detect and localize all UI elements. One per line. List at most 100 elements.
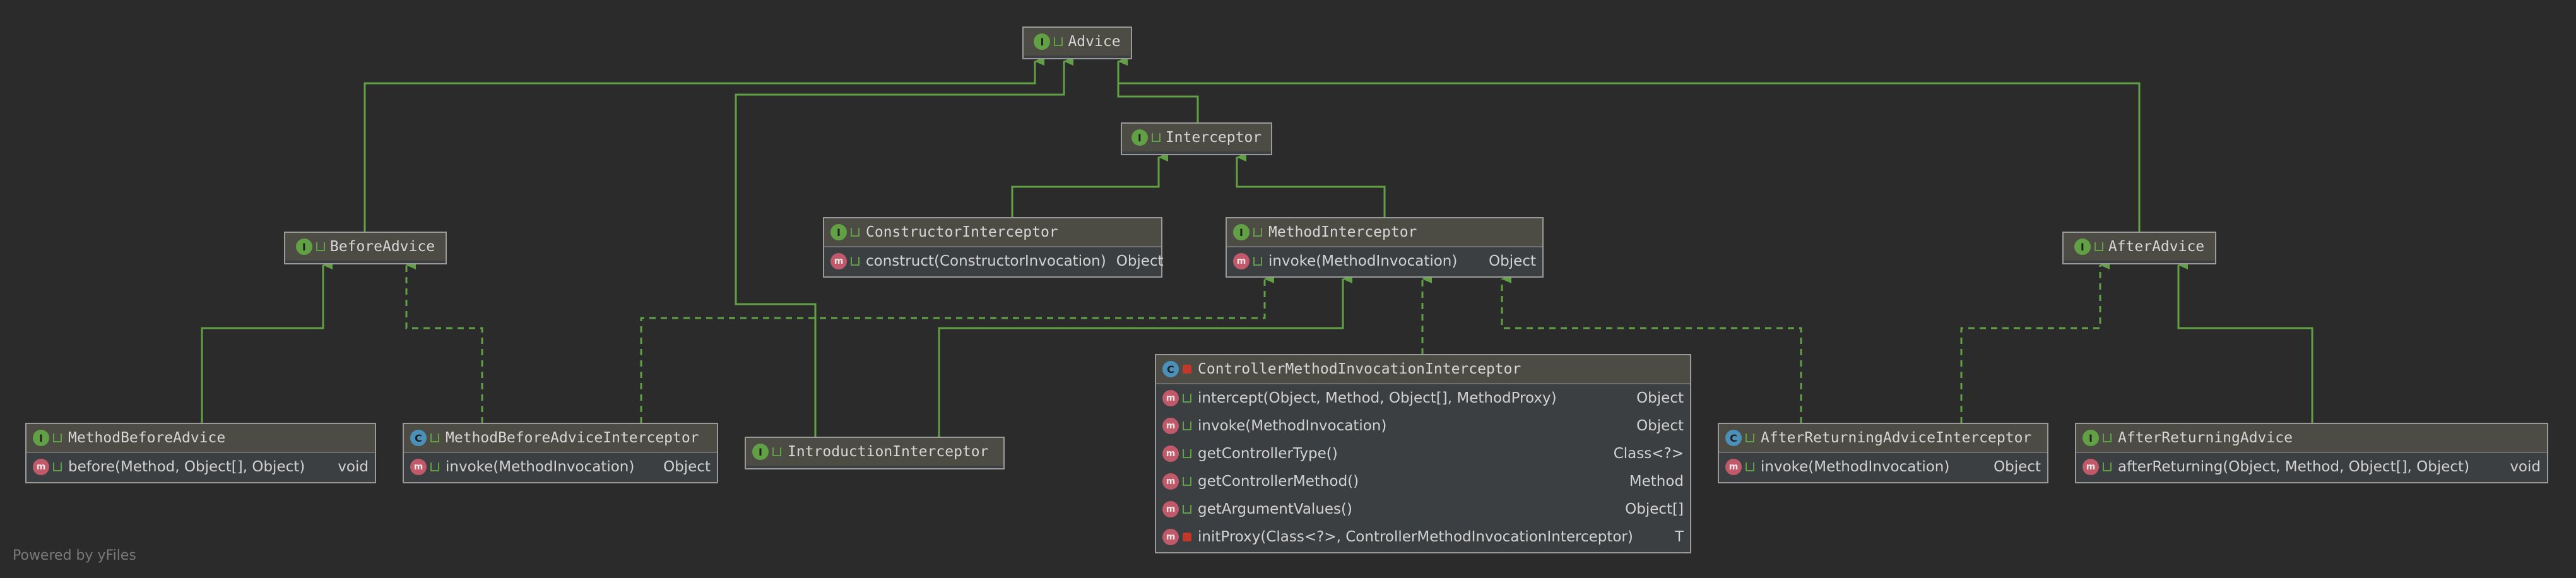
- edge-afteradvice-advice: [1117, 57, 2141, 233]
- node-method-interceptor-name: MethodInterceptor: [1268, 224, 1417, 240]
- member-row[interactable]: m before(Method, Object[], Object) void: [27, 453, 375, 481]
- edge-afterreturningadvice-afteradvice: [2177, 261, 2313, 423]
- edge-introduction-advice: [735, 57, 1073, 437]
- member-signature: invoke(MethodInvocation): [1761, 459, 1950, 475]
- member-signature: invoke(MethodInvocation): [1198, 418, 1387, 434]
- edge-arainterceptor-afteradvice: [1960, 261, 2110, 423]
- public-icon: [1253, 228, 1262, 237]
- node-advice[interactable]: I Advice: [1022, 27, 1132, 59]
- interface-icon: I: [295, 239, 312, 255]
- node-method-before-advice[interactable]: I MethodBeforeAdvice m before(Method, Ob…: [25, 423, 376, 483]
- node-interceptor-name: Interceptor: [1165, 129, 1262, 146]
- node-method-before-advice-name: MethodBeforeAdvice: [68, 430, 226, 446]
- interface-icon: I: [1233, 224, 1250, 240]
- node-constructor-interceptor-name: ConstructorInterceptor: [866, 224, 1058, 240]
- public-icon: [1746, 434, 1754, 442]
- public-icon: [1054, 37, 1063, 46]
- public-icon: [1183, 505, 1191, 514]
- node-after-advice-name: AfterAdvice: [2108, 239, 2205, 255]
- public-icon: [1253, 257, 1262, 266]
- method-icon: m: [1162, 390, 1179, 406]
- member-return-type: void: [338, 459, 369, 475]
- node-introduction-interceptor[interactable]: I IntroductionInterceptor: [745, 437, 1005, 469]
- private-lock-icon: [1183, 533, 1191, 541]
- powered-by-footer: Powered by yFiles: [13, 548, 136, 563]
- public-icon: [1183, 477, 1191, 486]
- method-icon: m: [1162, 445, 1179, 462]
- member-return-type: Object: [1489, 253, 1536, 269]
- edge-arainterceptor-methodinterceptor: [1501, 274, 1802, 423]
- member-row[interactable]: m invoke(MethodInvocation) Object: [1227, 247, 1542, 275]
- edge-introduction-methodinterceptor: [938, 274, 1352, 437]
- edge-constructor-interceptor: [1011, 153, 1168, 218]
- member-return-type: Object: [1994, 459, 2041, 475]
- member-row[interactable]: m intercept(Object, Method, Object[], Me…: [1156, 384, 1690, 412]
- public-icon: [53, 434, 62, 442]
- public-icon: [1746, 463, 1754, 471]
- public-icon: [53, 463, 62, 471]
- node-before-advice[interactable]: I BeforeAdvice: [284, 232, 447, 264]
- node-after-advice[interactable]: I AfterAdvice: [2062, 232, 2216, 264]
- node-method-before-advice-interceptor-name: MethodBeforeAdviceInterceptor: [446, 430, 699, 446]
- public-icon: [851, 228, 860, 237]
- node-interceptor[interactable]: I Interceptor: [1121, 122, 1272, 155]
- node-controller-interceptor-name: ControllerMethodInvocationInterceptor: [1198, 361, 1521, 377]
- member-row[interactable]: m getControllerMethod() Method: [1156, 468, 1690, 495]
- node-constructor-interceptor[interactable]: I ConstructorInterceptor m construct(Con…: [823, 217, 1164, 278]
- member-return-type: T: [1674, 529, 1684, 545]
- node-introduction-interceptor-name: IntroductionInterceptor: [788, 444, 989, 460]
- member-return-type: Object[]: [1625, 501, 1684, 517]
- method-icon: m: [2083, 459, 2099, 475]
- member-return-type: Method: [1629, 473, 1684, 490]
- interface-icon: I: [2074, 239, 2091, 255]
- member-signature: getControllerMethod(): [1198, 473, 1359, 490]
- member-row[interactable]: m invoke(MethodInvocation) Object: [1719, 453, 2047, 481]
- method-icon: m: [830, 253, 847, 269]
- method-icon: m: [33, 459, 49, 475]
- node-controller-method-invocation-interceptor[interactable]: C ControllerMethodInvocationInterceptor …: [1155, 354, 1691, 553]
- member-return-type: Object: [663, 459, 711, 475]
- member-row[interactable]: m getArgumentValues() Object[]: [1156, 495, 1690, 523]
- member-row[interactable]: m invoke(MethodInvocation) Object: [1156, 412, 1690, 440]
- member-signature: getArgumentValues(): [1198, 501, 1352, 517]
- member-signature: initProxy(Class<?>, ControllerMethodInvo…: [1198, 529, 1633, 545]
- edge-mbainterceptor-beforeadvice: [405, 261, 483, 423]
- node-method-interceptor[interactable]: I MethodInterceptor m invoke(MethodInvoc…: [1226, 217, 1544, 278]
- member-row[interactable]: m initProxy(Class<?>, ControllerMethodIn…: [1156, 523, 1690, 551]
- member-return-type: Object: [1636, 390, 1684, 406]
- member-return-type: void: [2510, 459, 2541, 475]
- method-icon: m: [1162, 418, 1179, 434]
- member-return-type: Class<?>: [1613, 445, 1684, 462]
- public-icon: [430, 434, 439, 442]
- edge-beforeadvice-advice: [363, 57, 1044, 233]
- method-icon: m: [1162, 473, 1179, 490]
- interface-icon: I: [2083, 430, 2099, 446]
- interface-icon: I: [830, 224, 847, 240]
- node-after-returning-advice-interceptor[interactable]: C AfterReturningAdviceInterceptor m invo…: [1718, 423, 2048, 483]
- public-icon: [851, 257, 860, 266]
- interface-icon: I: [752, 444, 769, 460]
- public-icon: [2094, 242, 2103, 251]
- class-icon: C: [1162, 361, 1179, 377]
- member-row[interactable]: m construct(ConstructorInvocation) Objec…: [824, 247, 1164, 275]
- edge-interceptor-advice: [1117, 57, 1199, 124]
- member-row[interactable]: m getControllerType() Class<?>: [1156, 440, 1690, 468]
- node-advice-name: Advice: [1068, 33, 1121, 50]
- private-lock-icon: [1183, 365, 1191, 374]
- member-signature: getControllerType(): [1198, 445, 1338, 462]
- member-signature: before(Method, Object[], Object): [68, 459, 305, 475]
- node-method-before-advice-interceptor[interactable]: C MethodBeforeAdviceInterceptor m invoke…: [403, 423, 718, 483]
- public-icon: [2103, 463, 2112, 471]
- method-icon: m: [410, 459, 427, 475]
- member-row[interactable]: m invoke(MethodInvocation) Object: [404, 453, 717, 481]
- member-row[interactable]: m afterReturning(Object, Method, Object[…: [2076, 453, 2547, 481]
- public-icon: [1183, 394, 1191, 403]
- interface-icon: I: [1131, 129, 1148, 146]
- node-after-returning-advice[interactable]: I AfterReturningAdvice m afterReturning(…: [2075, 423, 2548, 483]
- public-icon: [1151, 133, 1161, 142]
- method-icon: m: [1162, 501, 1179, 517]
- interface-icon: I: [1034, 33, 1051, 50]
- method-icon: m: [1725, 459, 1742, 475]
- public-icon: [430, 463, 439, 471]
